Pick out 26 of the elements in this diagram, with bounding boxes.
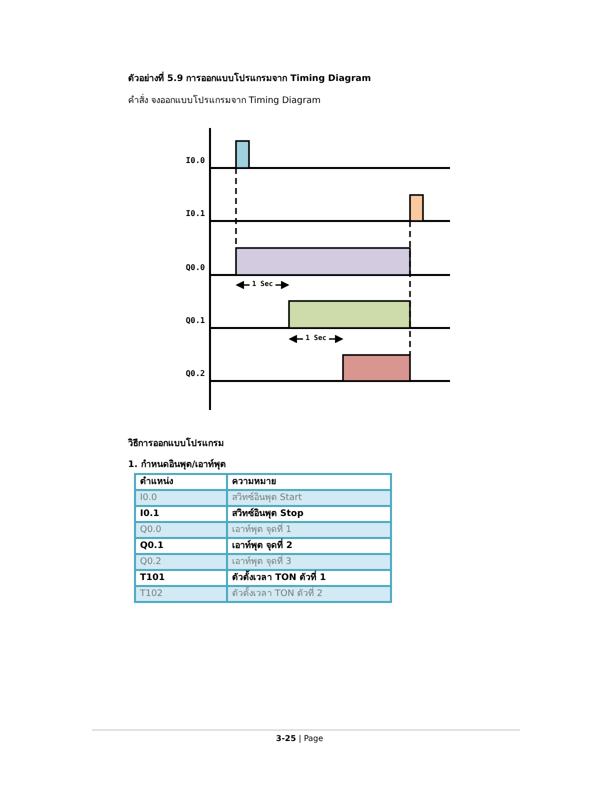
table-cell: Q0.0 [135, 522, 227, 538]
signal-label: I0.0 [184, 156, 205, 165]
page-number: 3-25 | Page [276, 734, 324, 743]
table-cell: ตัวตั้งเวลา TON ตัวที่ 2 [227, 586, 391, 602]
signal-label: Q0.0 [184, 263, 205, 272]
signal-label: Q0.1 [184, 316, 205, 325]
header-cell: ตำแหน่ง [135, 474, 227, 490]
table-cell: เอาท์พุต จุดที่ 1 [227, 522, 391, 538]
subheading: 1. กำหนดอินพุต/เอาท์พุต [128, 458, 226, 471]
table-cell: สวิทซ์อินพุต Stop [227, 506, 391, 522]
table-cell: T101 [135, 570, 227, 586]
table-cell: เอาท์พุต จุดที่ 3 [227, 554, 391, 570]
section-heading: วิธีการออกแบบโปรแกรม [128, 436, 224, 450]
table-cell: Q0.2 [135, 554, 227, 570]
signal-label: Q0.2 [184, 369, 205, 378]
header-cell: ความหมาย [227, 474, 391, 490]
signal-label: I0.1 [184, 209, 205, 218]
table-cell: I0.0 [135, 490, 227, 506]
table-cell: ตัวตั้งเวลา TON ตัวที่ 1 [227, 570, 391, 586]
heading: ตัวอย่างที่ 5.9 การออกแบบโปรแกรมจาก Timing Diagram [128, 71, 371, 85]
table-cell: T102 [135, 586, 227, 602]
table-cell: Q0.1 [135, 538, 227, 554]
table-cell: เอาท์พุต จุดที่ 2 [227, 538, 391, 554]
instruction-text: คำสั่ง จงออกแบบโปรแกรมจาก Timing Diagram [128, 93, 321, 107]
table-cell: สวิทซ์อินพุต Start [227, 490, 391, 506]
table-cell: I0.1 [135, 506, 227, 522]
